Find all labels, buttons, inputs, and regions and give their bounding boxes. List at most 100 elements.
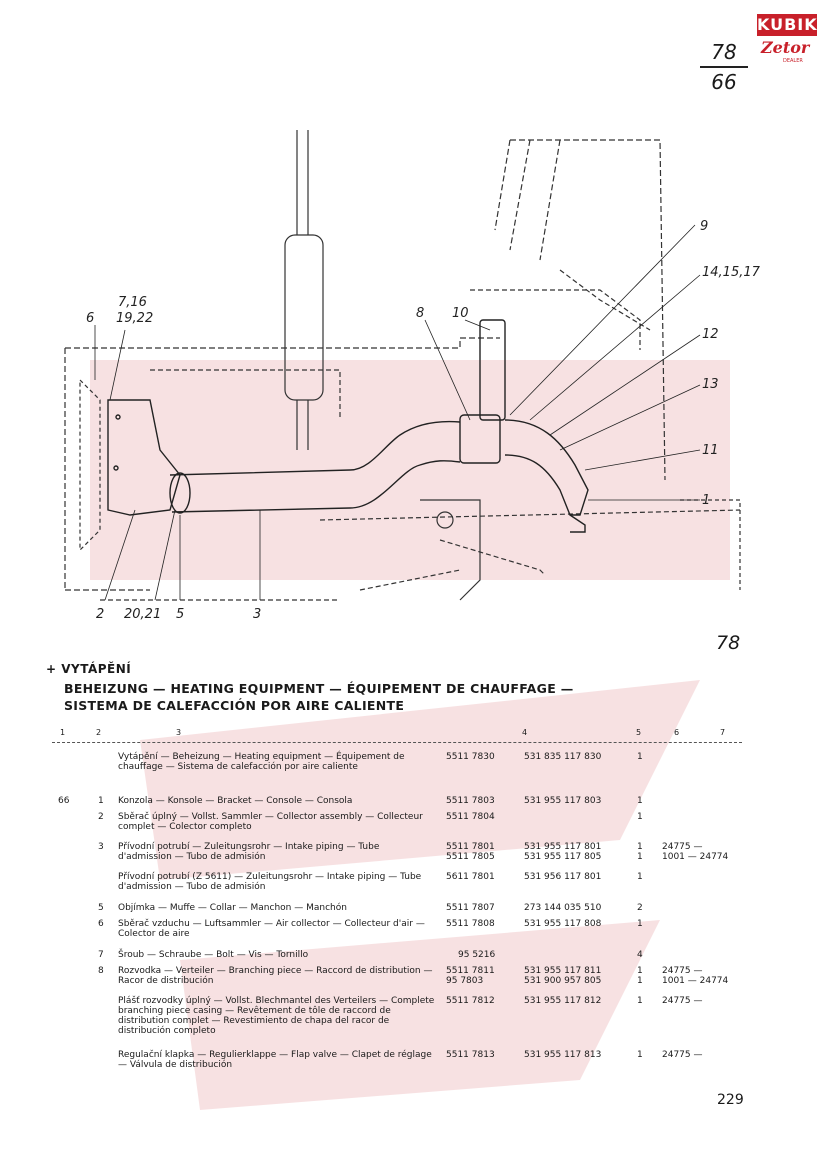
page-ref-bottom: 66	[711, 70, 737, 94]
row-part-number: 5611 7801	[446, 872, 495, 882]
figure-number: 78	[716, 632, 741, 654]
collar	[169, 472, 191, 514]
air-collector	[107, 399, 181, 516]
callout-12: 12	[702, 327, 719, 342]
row-quantity: 1	[637, 996, 643, 1006]
page-number: 229	[717, 1092, 744, 1108]
row-quantity: 1	[637, 752, 643, 762]
page-ref-top: 78	[711, 40, 737, 64]
distribution-casing	[504, 419, 589, 516]
row-position: 6	[98, 919, 104, 929]
row-quantity: 1	[637, 872, 643, 882]
row-description: Sběrač vzduchu — Luftsammler — Air colle…	[118, 919, 425, 939]
callout-9: 9	[700, 219, 708, 234]
row-description: Přívodní potrubí — Zuleitungsrohr — Inta…	[118, 842, 380, 862]
logo-brand: KUBIK	[757, 14, 818, 36]
row-code: 531 955 117 812	[524, 996, 602, 1006]
row-position: 8	[98, 966, 104, 976]
row-description: Konzola — Konsole — Bracket — Console — …	[118, 796, 353, 806]
row-description: Sběrač úplný — Vollst. Sammler — Collect…	[118, 812, 423, 832]
row-quantity: 1 1	[637, 842, 643, 862]
row-code: 531 955 117 803	[524, 796, 602, 806]
row-code: 531 956 117 801	[524, 872, 602, 882]
row-part-number: 5511 7804	[446, 812, 495, 822]
col-head-2: 2	[96, 728, 102, 737]
callout-8: 8	[416, 306, 424, 321]
callout-11: 11	[702, 443, 719, 458]
row-quantity: 4	[637, 950, 643, 960]
row-description: Šroub — Schraube — Bolt — Vis — Tornillo	[118, 950, 309, 960]
callout-7-16: 7,16	[118, 295, 147, 310]
callout-1: 1	[702, 493, 710, 508]
callout-14-15-17: 14,15,17	[702, 265, 761, 280]
row-serial-range: 24775 — 1001 — 24774	[662, 842, 729, 862]
callout-5: 5	[176, 607, 184, 622]
row-position: 3	[98, 842, 104, 852]
logo-sub2: DEALER	[783, 58, 803, 64]
col-head-6: 6	[674, 728, 680, 737]
callout-3: 3	[253, 607, 261, 622]
exhaust-pipe	[296, 130, 309, 235]
col-head-3: 3	[176, 728, 182, 737]
row-description: Rozvodka — Verteiler — Branching piece —…	[118, 966, 433, 986]
callout-10: 10	[452, 306, 469, 321]
row-quantity: 1 1	[637, 966, 643, 986]
header-rule	[52, 742, 742, 743]
callout-20-21: 20,21	[124, 607, 161, 622]
row-quantity: 1	[637, 796, 643, 806]
row-figure-ref: 66	[58, 796, 70, 806]
row-code: 531 835 117 830	[524, 752, 602, 762]
callout-6: 6	[86, 311, 94, 326]
row-description: Regulační klapka — Regulierklappe — Flap…	[118, 1050, 432, 1070]
row-part-number: 5511 7803	[446, 796, 495, 806]
row-quantity: 2	[637, 903, 643, 913]
row-part-number: 5511 7801 5511 7805	[446, 842, 495, 862]
row-code: 531 955 117 813	[524, 1050, 602, 1060]
row-part-number: 95 5216	[458, 950, 496, 960]
row-part-number: 5511 7811 95 7803	[446, 966, 495, 986]
row-description: Plášť rozvodky úplný — Vollst. Blechmant…	[118, 996, 435, 1036]
col-head-4: 4	[522, 728, 528, 737]
kubik-zetor-logo: KUBIK Zetor DEALER	[757, 14, 817, 68]
page-ref-divider	[700, 66, 748, 68]
branching-piece	[459, 414, 501, 464]
section-subtitle-line1: BEHEIZUNG — HEATING EQUIPMENT — ÉQUIPEME…	[64, 681, 574, 696]
col-head-7: 7	[720, 728, 726, 737]
row-position: 7	[98, 950, 104, 960]
tractor-body-outline	[64, 337, 500, 591]
column-headers: 1 2 3 4 5 6 7	[0, 728, 826, 742]
row-position: 1	[98, 796, 104, 806]
muffler	[284, 234, 324, 401]
intake-piping	[169, 420, 461, 476]
heating-equipment-drawing: 9 14,15,17 12 13 11 1 10 8 7,16 19,22 6 …	[64, 130, 761, 622]
row-serial-range: 24775 —	[662, 996, 703, 1006]
cab-outline	[494, 139, 666, 481]
row-position: 5	[98, 903, 104, 913]
row-serial-range: 24775 — 1001 — 24774	[662, 966, 729, 986]
page-reference: 78 66	[700, 40, 748, 94]
callout-19-22: 19,22	[116, 311, 153, 326]
callout-13: 13	[702, 377, 719, 392]
callout-2: 2	[96, 607, 104, 622]
row-part-number: 5511 7807	[446, 903, 495, 913]
row-description: Objímka — Muffe — Collar — Manchon — Man…	[118, 903, 347, 913]
row-code: 531 955 117 811 531 900 957 805	[524, 966, 602, 986]
flap-valve	[479, 319, 506, 421]
section-title: + VYTÁPĚNÍ	[46, 662, 132, 676]
logo-sub: Zetor	[761, 38, 810, 57]
row-position: 2	[98, 812, 104, 822]
row-description: Přívodní potrubí (Z 5611) — Zuleitungsro…	[118, 872, 422, 892]
row-part-number: 5511 7813	[446, 1050, 495, 1060]
section-subtitle-line2: SISTEMA DE CALEFACCIÓN POR AIRE CALIENTE	[64, 698, 405, 713]
row-part-number: 5511 7808	[446, 919, 495, 929]
row-description: Vytápění — Beheizung — Heating equipment…	[118, 752, 405, 772]
row-code: 531 955 117 808	[524, 919, 602, 929]
row-code: 531 955 117 801 531 955 117 805	[524, 842, 602, 862]
row-part-number: 5511 7812	[446, 996, 495, 1006]
row-part-number: 5511 7830	[446, 752, 495, 762]
row-quantity: 1	[637, 919, 643, 929]
row-quantity: 1	[637, 1050, 643, 1060]
row-quantity: 1	[637, 812, 643, 822]
col-head-1: 1	[60, 728, 66, 737]
row-code: 273 144 035 510	[524, 903, 602, 913]
